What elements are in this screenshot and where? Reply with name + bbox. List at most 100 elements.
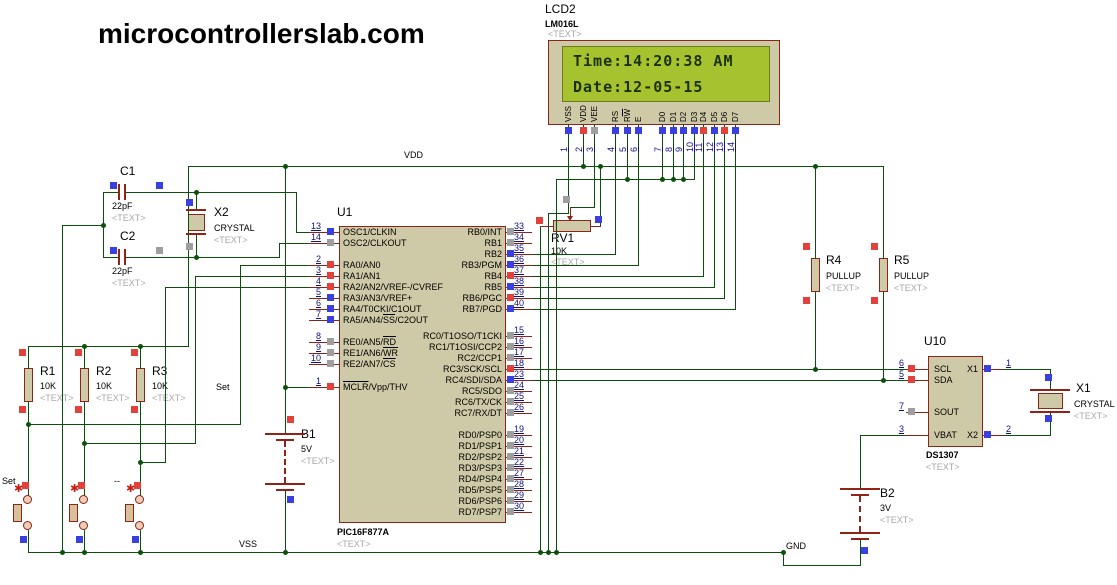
wire-segment [860, 435, 861, 489]
r5-text-prop: <TEXT> [894, 283, 928, 293]
c2-text-prop: <TEXT> [112, 278, 146, 288]
u1-pin-name: RB6/PGC [462, 293, 502, 303]
pin-state-marker [908, 365, 915, 372]
pin-state-marker [507, 365, 514, 372]
wire-segment [600, 166, 601, 227]
pin-state-marker [110, 182, 117, 189]
wire-segment [285, 491, 286, 553]
u1-pin-stub [506, 287, 532, 288]
u1-pin-number: 30 [514, 501, 525, 511]
x2-text-prop: <TEXT> [214, 235, 248, 245]
lcd-pin-number: 1 [559, 146, 569, 152]
u1-pin-number: 10 [310, 353, 321, 363]
push-button-actuator-icon[interactable]: ✱ [14, 483, 24, 495]
pin-state-marker [507, 453, 514, 460]
u1-pin-stub [506, 435, 532, 436]
junction-dot [813, 164, 818, 169]
push-button-actuator-icon[interactable]: ✱ [126, 483, 136, 495]
u1-body[interactable] [339, 226, 506, 523]
u1-pin-number: 4 [315, 276, 321, 286]
u1-pin-name: RD7/PSP7 [458, 507, 502, 517]
r5-value: PULLUP [894, 271, 930, 281]
u10-pin-number: 7 [898, 401, 904, 411]
junction-dot [660, 177, 665, 182]
u1-part: PIC16F877A [337, 527, 390, 537]
u1-pin-number: 24 [514, 380, 525, 390]
u10-pin-stub [906, 412, 928, 413]
u1-pin-number: 34 [514, 232, 525, 242]
pin-state-marker [861, 547, 868, 554]
u1-ref: U1 [337, 205, 353, 219]
u1-pin-stub [309, 287, 339, 288]
junction-dot [138, 550, 143, 555]
pin-state-marker [580, 127, 587, 134]
u1-pin-name: RB4 [484, 271, 502, 281]
u1-pin-number: 23 [514, 369, 525, 379]
junction-dot [82, 441, 87, 446]
u10-pin-name: X2 [966, 430, 978, 440]
u1-pin-stub [506, 380, 532, 381]
r5-resistor[interactable] [879, 258, 888, 292]
r4-value: PULLUP [826, 271, 862, 281]
u1-pin-number: 19 [514, 424, 525, 434]
junction-dot [681, 177, 686, 182]
x2-crystal[interactable] [188, 214, 205, 231]
pin-state-marker [156, 182, 163, 189]
b2-value: 3V [880, 503, 892, 513]
c1-value: 22pF [112, 201, 133, 211]
u1-pin-number: 37 [514, 265, 525, 275]
u1-pin-stub [506, 347, 532, 348]
u1-pin-stub [309, 276, 339, 277]
u1-pin-stub [309, 387, 339, 388]
u1-pin-stub [506, 232, 532, 233]
u1-pin-number: 38 [514, 276, 525, 286]
net-label-set: Set [216, 382, 230, 392]
pin-state-marker [908, 376, 915, 383]
r4-resistor[interactable] [811, 258, 820, 292]
push-button-3[interactable] [125, 504, 134, 522]
wire-segment [673, 125, 674, 180]
junction-dot [881, 378, 886, 383]
component-lead [276, 489, 294, 491]
wire-segment [296, 192, 297, 233]
wire-segment [815, 292, 816, 370]
pin-state-marker [507, 387, 514, 394]
r5-ref: R5 [894, 253, 910, 267]
pin-state-marker [536, 217, 543, 224]
push-button-1-label: Set [2, 476, 16, 486]
u1-pin-stub [506, 276, 532, 277]
u10-pin-number: 2 [1006, 424, 1012, 434]
pin-state-marker [327, 360, 334, 367]
wire-segment [195, 276, 310, 277]
u1-pin-name: RA3/AN3/VREF+ [343, 293, 413, 303]
push-button-1[interactable] [13, 504, 22, 522]
wire-segment [540, 226, 541, 553]
u10-body[interactable] [928, 356, 983, 447]
wire-segment [532, 276, 704, 277]
wire-segment [84, 530, 85, 553]
push-button-2[interactable] [69, 504, 78, 522]
u10-pin-number: 3 [898, 424, 904, 434]
wire-segment [126, 192, 197, 193]
r1-resistor[interactable] [24, 368, 33, 402]
junction-dot [283, 164, 288, 169]
u1-pin-name: RE2/AN7/CS [343, 359, 396, 369]
wire-segment [165, 287, 166, 463]
pin-state-marker [110, 247, 117, 254]
u1-pin-number: 21 [514, 446, 525, 456]
wire-segment [279, 243, 280, 258]
u1-pin-name: RC1/T1OSI/CCP2 [428, 342, 502, 352]
u1-pin-stub [506, 298, 532, 299]
u1-pin-number: 17 [514, 347, 525, 357]
x1-crystal[interactable] [1038, 393, 1063, 409]
u1-pin-stub [309, 309, 339, 310]
junction-dot [82, 550, 87, 555]
u1-pin-stub [506, 358, 532, 359]
u1-pin-number: 13 [310, 221, 321, 231]
push-button-actuator-icon[interactable]: ✱ [70, 483, 80, 495]
r3-resistor[interactable] [136, 368, 145, 402]
r2-resistor[interactable] [80, 368, 89, 402]
b2-battery-dash [859, 496, 861, 532]
u1-pin-stub [506, 336, 532, 337]
wire-segment [28, 530, 29, 553]
